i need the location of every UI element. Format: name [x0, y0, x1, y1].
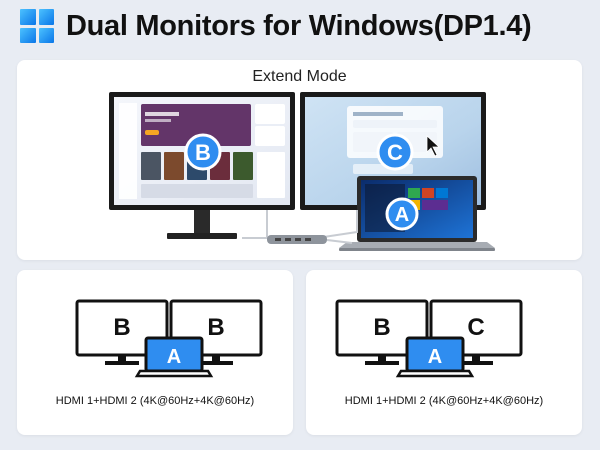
page-title: Dual Monitors for Windows(DP1.4) — [66, 9, 532, 42]
badge-c: C — [376, 133, 414, 171]
monitor-left-icon: B — [335, 299, 429, 365]
svg-text:A: A — [428, 346, 442, 368]
laptop-icon: A — [395, 336, 475, 378]
diagram-b-b: B B A HDMI 1+HDMI 2 (4K@60Hz+4K@60Hz) — [17, 270, 293, 435]
windows-logo-icon — [20, 9, 54, 43]
svg-text:C: C — [387, 140, 403, 165]
usb-hub — [242, 210, 358, 244]
diagram-b-c-caption: HDMI 1+HDMI 2 (4K@60Hz+4K@60Hz) — [344, 395, 544, 407]
badge-b: B — [184, 133, 222, 171]
extend-mode-panel: Extend Mode — [17, 60, 582, 260]
badge-a: A — [385, 197, 419, 231]
header: Dual Monitors for Windows(DP1.4) — [20, 8, 580, 44]
svg-text:B: B — [195, 140, 211, 165]
svg-text:B: B — [113, 314, 130, 341]
laptop-icon: A — [134, 336, 214, 378]
svg-text:B: B — [373, 314, 390, 341]
diagram-b-c-illustration: B C A — [335, 299, 523, 378]
extend-mode-title: Extend Mode — [252, 68, 347, 85]
diagram-b-b-caption: HDMI 1+HDMI 2 (4K@60Hz+4K@60Hz) — [55, 395, 255, 407]
diagram-b-b-illustration: B B A — [75, 299, 263, 378]
svg-text:B: B — [207, 314, 224, 341]
svg-text:C: C — [467, 314, 484, 341]
svg-text:A: A — [395, 204, 409, 226]
svg-text:A: A — [167, 346, 181, 368]
diagram-b-c: B C A HDMI 1+HDMI 2 (4K@60Hz+4K@60Hz) — [306, 270, 582, 435]
extend-mode-illustration: B C A — [109, 92, 495, 251]
monitor-b — [109, 92, 295, 239]
